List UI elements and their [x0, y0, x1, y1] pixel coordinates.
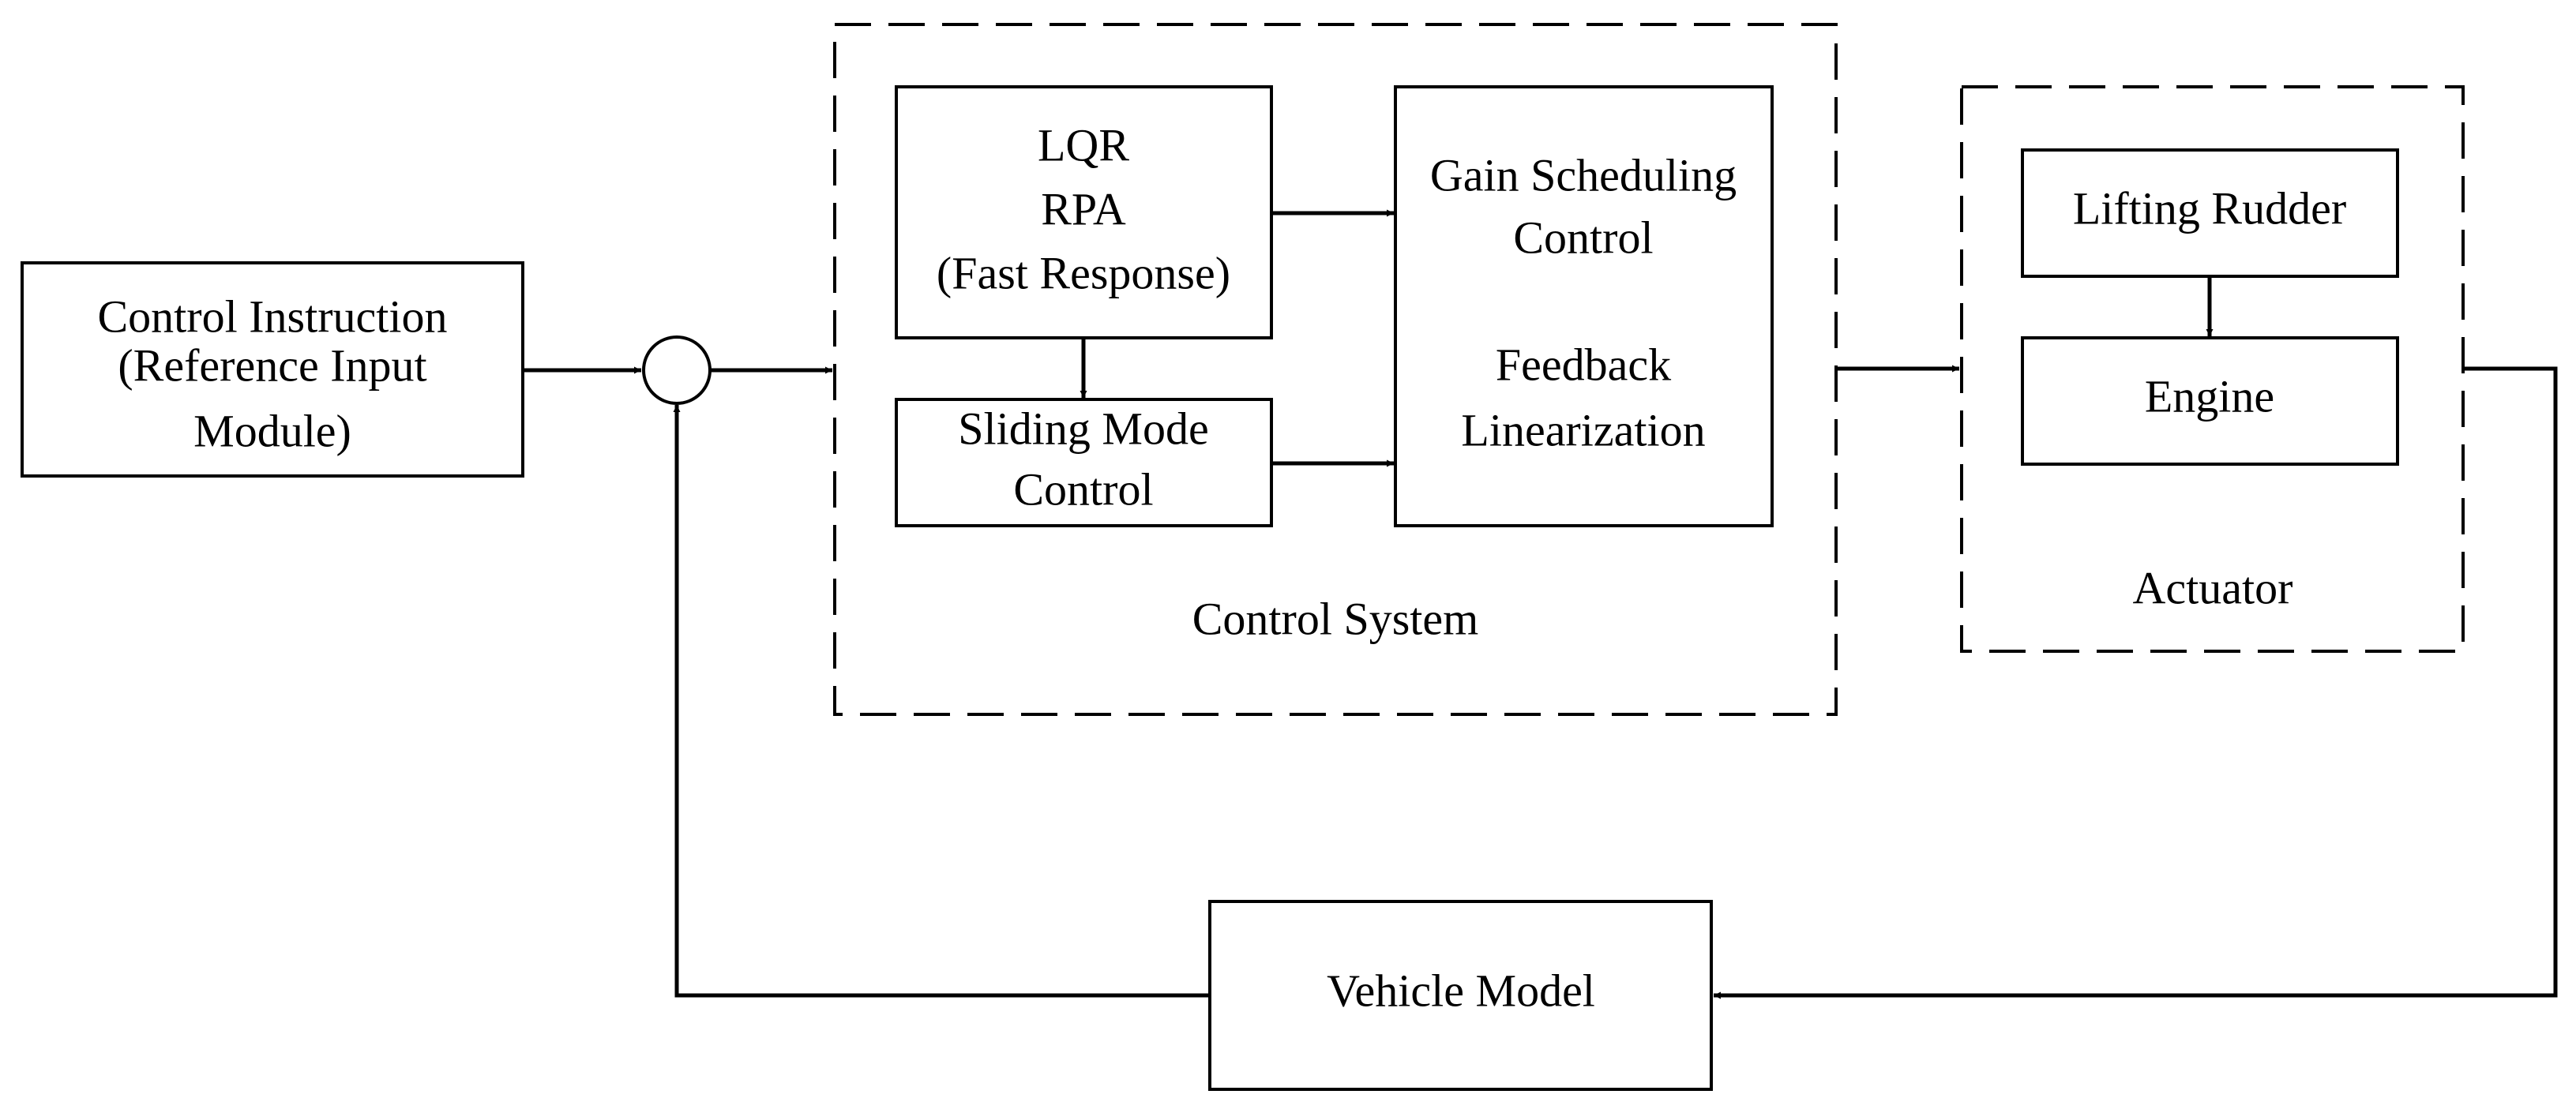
gain-scheduling-line-1: Gain Scheduling [1430, 149, 1737, 200]
arrow-vehicle-model-feedback-to-sum [673, 405, 1210, 998]
engine-block: Engine [2021, 336, 2399, 466]
engine-label: Engine [2145, 370, 2274, 422]
summing-junction [642, 335, 712, 405]
vehicle-model-label: Vehicle Model [1327, 965, 1595, 1016]
actuator-label: Actuator [2133, 562, 2293, 613]
fast-response-block: LQR RPA (Fast Response) [895, 85, 1273, 339]
actuator-group: Actuator Lifting Rudder Engine [1960, 85, 2465, 653]
sliding-mode-line-1: Sliding Mode [958, 403, 1208, 454]
vehicle-model-block: Vehicle Model [1208, 900, 1713, 1091]
fast-response-line-1: LQR [1038, 119, 1129, 171]
arrow-actuator-to-vehicle-model [1714, 366, 2558, 999]
lifting-rudder-block: Lifting Rudder [2021, 148, 2399, 278]
reference-input-line-3: Module) [193, 405, 351, 456]
sliding-mode-line-2: Control [1013, 463, 1153, 515]
feedback-linearization-line-1: Feedback [1496, 339, 1671, 390]
lifting-rudder-label: Lifting Rudder [2073, 182, 2346, 234]
control-system-label: Control System [1192, 593, 1479, 644]
reference-input-line-1: Control Instruction [97, 290, 447, 342]
reference-input-block: Control Instruction (Reference Input Mod… [21, 261, 524, 478]
control-system-group: Control System LQR RPA (Fast Response) S… [833, 23, 1838, 716]
gain-scheduling-feedback-block: Gain Scheduling Control Feedback Lineari… [1394, 85, 1774, 527]
sliding-mode-control-block: Sliding Mode Control [895, 398, 1273, 527]
fast-response-line-3: (Fast Response) [937, 247, 1230, 298]
fast-response-line-2: RPA [1041, 183, 1126, 234]
feedback-linearization-line-2: Linearization [1461, 404, 1705, 455]
reference-input-line-2: (Reference Input [118, 339, 426, 391]
gain-scheduling-line-2: Control [1513, 212, 1653, 263]
